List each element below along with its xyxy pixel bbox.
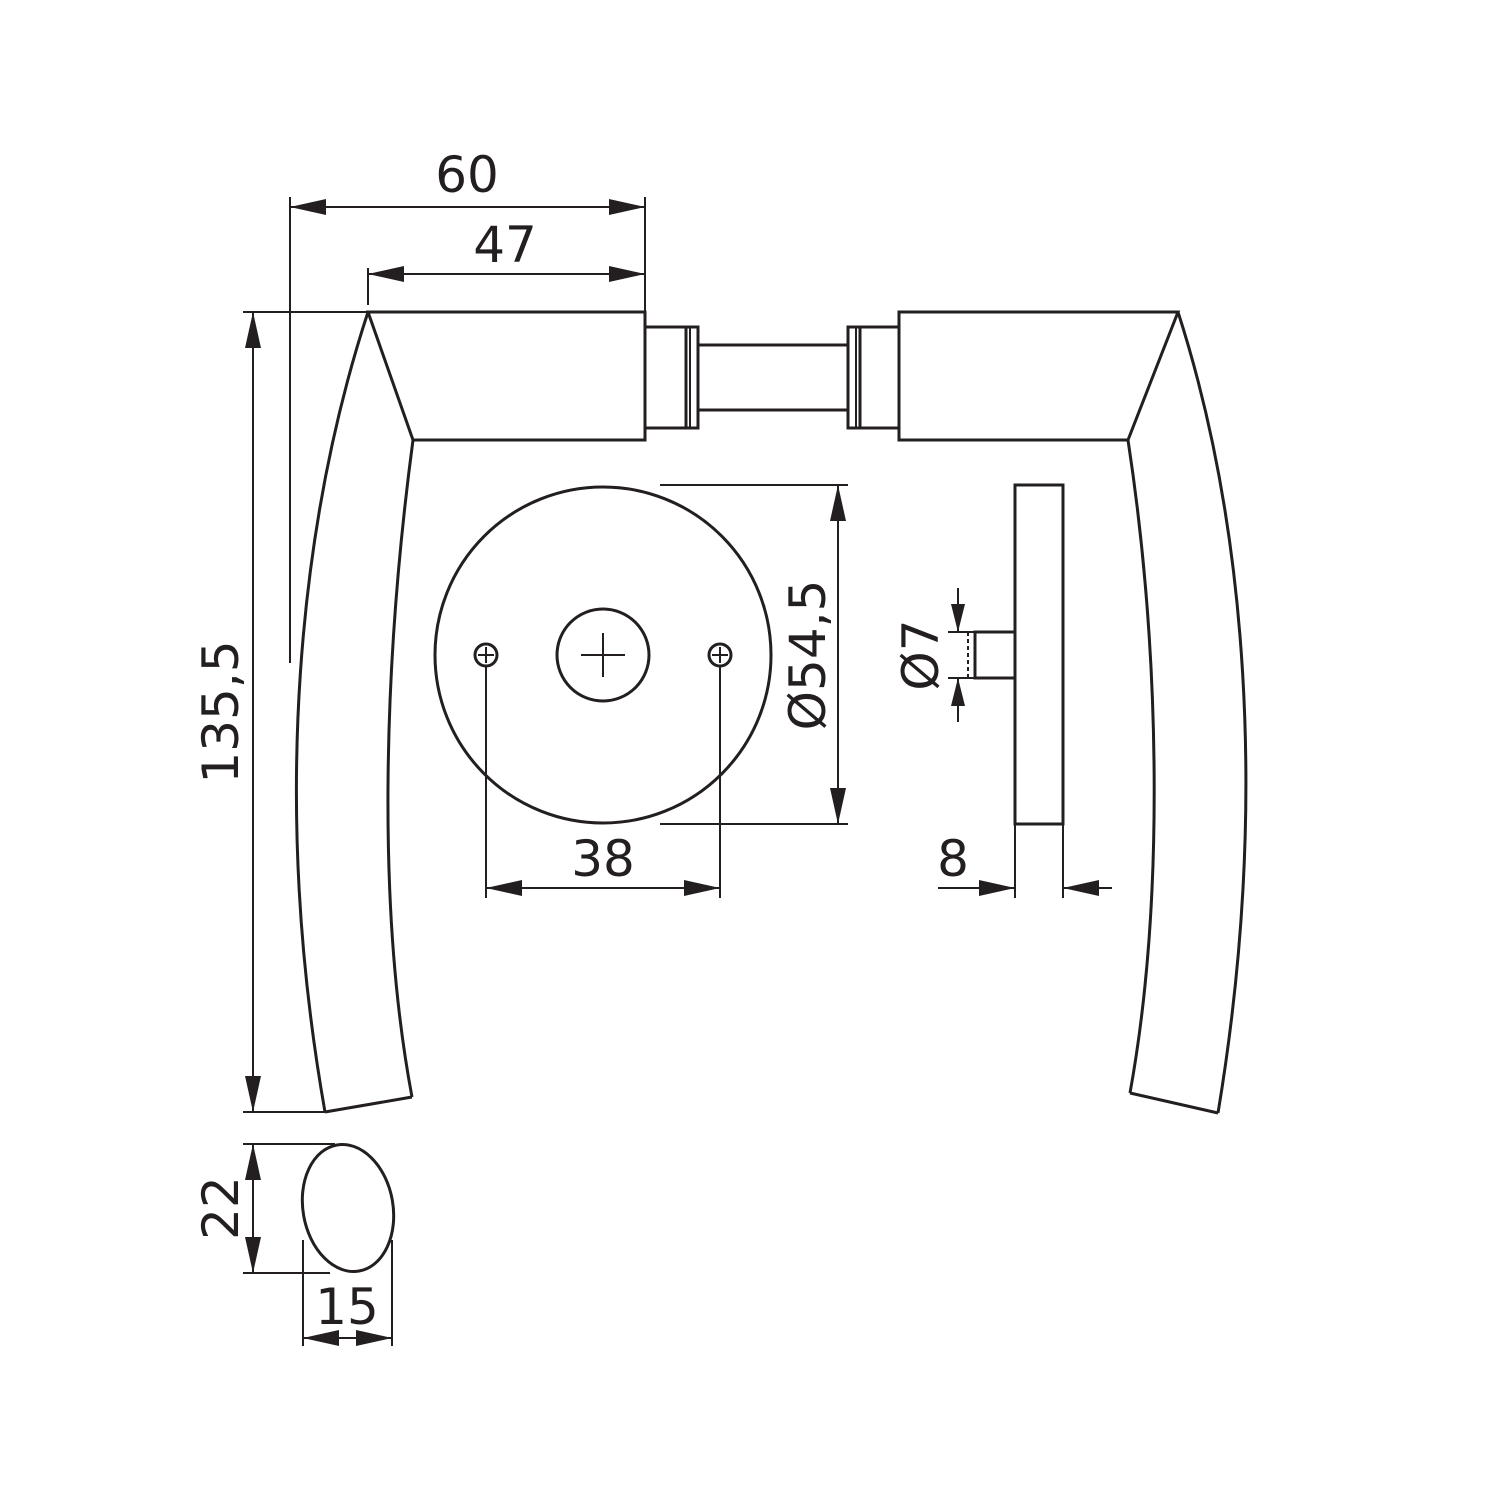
screw-hole-right xyxy=(707,642,733,668)
dimension-spindle-diameter: Ø7 xyxy=(892,588,975,722)
right-lever xyxy=(897,310,1248,1115)
dimension-grip-width: 15 xyxy=(302,1240,393,1346)
dimension-lever-height: 135,5 xyxy=(192,311,368,1113)
dimension-lever-body-width-label: 47 xyxy=(473,216,537,274)
dimension-grip-width-label: 15 xyxy=(315,1278,379,1336)
dimension-lever-body-width: 47 xyxy=(367,216,645,305)
dimension-overall-width: 60 xyxy=(289,146,646,663)
dimension-grip-height: 22 xyxy=(192,1143,335,1274)
dimension-spindle-diameter-label: Ø7 xyxy=(892,619,950,690)
left-lever xyxy=(294,310,647,1114)
dimension-overall-width-label: 60 xyxy=(435,146,499,204)
screw-hole-left xyxy=(473,642,499,668)
dimension-rose-thickness-label: 8 xyxy=(937,830,969,888)
spindle-connector xyxy=(643,325,901,430)
dimension-rose-diameter: Ø54,5 xyxy=(660,484,848,825)
dimension-rose-thickness: 8 xyxy=(937,824,1112,898)
rose-front-view xyxy=(433,485,773,825)
dimension-screw-spacing-label: 38 xyxy=(571,830,635,888)
rose-side-view xyxy=(967,483,1065,826)
dimension-rose-diameter-label: Ø54,5 xyxy=(779,580,837,731)
dimension-grip-height-label: 22 xyxy=(192,1176,250,1240)
grip-cross-section xyxy=(300,1142,396,1274)
dimension-lever-height-label: 135,5 xyxy=(192,640,250,783)
dimension-screw-spacing: 38 xyxy=(485,667,721,898)
